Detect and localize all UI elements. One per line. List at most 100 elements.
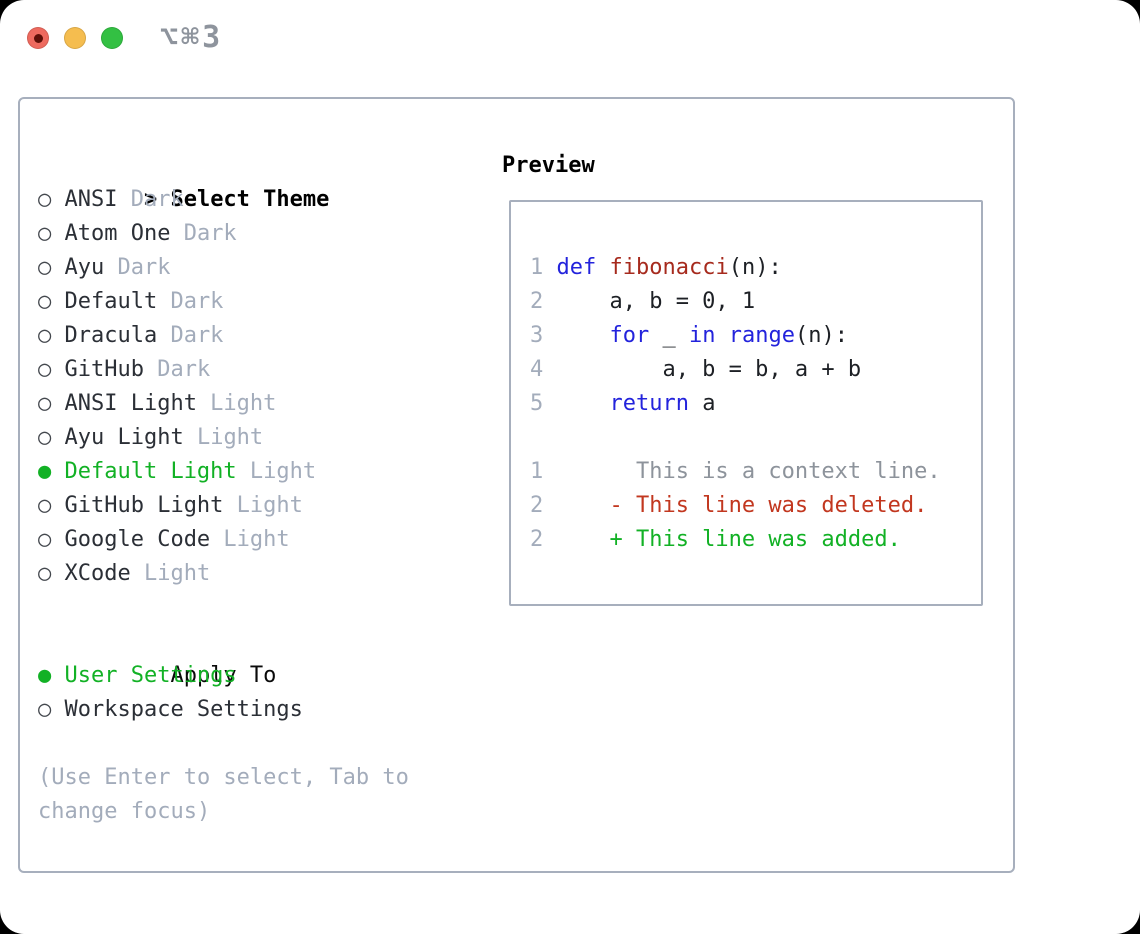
radio-icon: ○ (38, 323, 52, 348)
code-segment-pl: (n): (794, 323, 848, 348)
option-label: Default (64, 289, 158, 314)
code-segment-pl (556, 391, 609, 416)
code-segment-pl (715, 323, 728, 348)
preview-line: 3 for _ in range(n): (530, 319, 981, 353)
theme-option-ansi[interactable]: ○ANSI Dark (38, 183, 409, 217)
code-segment-kw: for (609, 323, 650, 348)
select-theme-title: Select Theme (170, 187, 330, 212)
preview-line: 1 This is a context line. (530, 455, 981, 489)
theme-option-atom-one[interactable]: ○ Atom One Dark (38, 217, 409, 251)
theme-option-xcode[interactable]: ○XCode Light (38, 557, 409, 591)
theme-option-ayu[interactable]: ○Ayu Dark (38, 251, 409, 285)
radio-icon: ○ (38, 425, 52, 450)
theme-variant-label: Dark (157, 323, 224, 348)
code-segment-pl (596, 255, 609, 280)
hint-line-1: (Use Enter to select, Tab to (38, 765, 409, 790)
theme-variant-label: Dark (117, 187, 184, 212)
spacer (38, 727, 409, 761)
radio-icon: ○ (38, 255, 52, 280)
option-label: Ayu Light (64, 425, 184, 450)
apply-to-label: Apply To (170, 663, 277, 688)
select-theme-header: > Select Theme (38, 149, 409, 212)
option-label: Atom One (64, 221, 171, 246)
theme-option-google-code[interactable]: ○ Google Code Light (38, 523, 409, 557)
theme-variant-label: Light (130, 561, 211, 586)
code-segment-kw: range (728, 323, 795, 348)
code-segment-kw: return (609, 391, 689, 416)
code-segment-pl: _ (649, 323, 689, 348)
titlebar (27, 27, 123, 49)
theme-variant-label: Dark (143, 357, 211, 382)
code-segment-kw: def (556, 255, 597, 280)
hint-line-2: change focus) (38, 799, 211, 824)
option-label: GitHub Light (64, 493, 224, 518)
minimize-button[interactable] (64, 27, 86, 49)
radio-icon: ○ (38, 357, 52, 382)
code-segment-pl: a (688, 391, 716, 416)
apply-option-workspace-settings[interactable]: ○Workspace Settings (38, 693, 409, 727)
theme-option-default[interactable]: ○ Default Dark (38, 285, 409, 319)
theme-variant-label: Light (223, 493, 303, 518)
theme-variant-label: Dark (157, 289, 224, 314)
zoom-button[interactable] (101, 27, 123, 49)
preview-line: 4 a, b = b, a + b (530, 353, 981, 387)
preview-line: 1 def fibonacci(n): (530, 251, 981, 285)
preview-line (530, 421, 981, 455)
option-label: Default Light (64, 459, 237, 484)
code-segment-pl: (n): (728, 255, 782, 280)
code-segment-ctx: This is a context line. (556, 459, 941, 484)
line-number: 2 (530, 289, 544, 314)
radio-icon: ○ (38, 187, 52, 212)
theme-panel-left-column: >Select Theme ○ANSI Dark○Atom One Dark○A… (38, 149, 409, 829)
radio-icon: ○ (38, 561, 52, 586)
code-segment-del: - This line was deleted. (556, 493, 928, 518)
line-number: 4 (530, 357, 544, 382)
code-segment-pl: a, b = 0, 1 (556, 289, 756, 314)
cursor-prefix-icon: > (143, 187, 158, 212)
window-shortcut-label: ⌥⌘3 (160, 20, 224, 55)
preview-title: Preview (502, 153, 595, 178)
code-segment-fn: fibonacci (609, 255, 729, 280)
close-dot-icon (33, 33, 43, 43)
radio-selected-icon: ● (38, 459, 52, 484)
code-segment-pl: a, b = b, a + b (556, 357, 862, 382)
code-segment-pl (556, 323, 609, 348)
preview-line: 2 + This line was added. (530, 523, 981, 557)
theme-option-default-light[interactable]: ● Default Light Light (38, 455, 409, 489)
radio-icon: ○ (38, 289, 52, 314)
theme-variant-label: Light (236, 459, 317, 484)
theme-list: ○ANSI Dark○Atom One Dark○Ayu Dark○Defaul… (38, 183, 409, 591)
line-number: 1 (530, 255, 544, 280)
theme-variant-label: Dark (170, 221, 237, 246)
theme-option-dracula[interactable]: ○ Dracula Dark (38, 319, 409, 353)
theme-option-ansi-light[interactable]: ○ANSI Light Light (38, 387, 409, 421)
option-label: User Settings (64, 663, 237, 688)
line-number: 2 (530, 527, 544, 552)
preview-line: 5 return a (530, 387, 981, 421)
option-label: GitHub (64, 357, 144, 382)
theme-variant-label: Light (210, 527, 290, 552)
spacer (38, 591, 409, 625)
radio-icon: ○ (38, 527, 52, 552)
theme-option-github[interactable]: ○ GitHub Dark (38, 353, 409, 387)
close-button[interactable] (27, 27, 49, 49)
radio-selected-icon: ● (38, 663, 52, 688)
theme-option-github-light[interactable]: ○GitHub Light Light (38, 489, 409, 523)
code-segment-kw: in (688, 323, 716, 348)
option-label: Google Code (64, 527, 211, 552)
apply-option-user-settings[interactable]: ● User Settings (38, 659, 409, 693)
line-number: 1 (530, 459, 544, 484)
preview-line: 2 a, b = 0, 1 (530, 285, 981, 319)
code-segment-add: + This line was added. (556, 527, 901, 552)
line-number: 3 (530, 323, 544, 348)
theme-option-ayu-light[interactable]: ○Ayu Light Light (38, 421, 409, 455)
preview-line: 2 - This line was deleted. (530, 489, 981, 523)
radio-icon: ○ (38, 221, 52, 246)
theme-selector-panel: >Select Theme ○ANSI Dark○Atom One Dark○A… (18, 97, 1015, 873)
line-number: 2 (530, 493, 544, 518)
theme-variant-label: Dark (104, 255, 171, 280)
option-label: Dracula (64, 323, 158, 348)
radio-icon: ○ (38, 697, 52, 722)
